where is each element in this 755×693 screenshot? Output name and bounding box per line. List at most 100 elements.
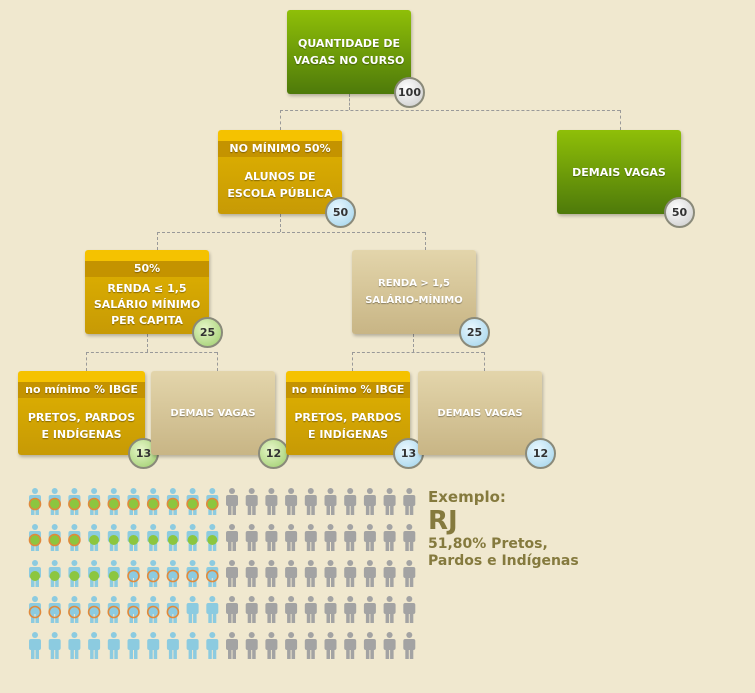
person-icon bbox=[285, 524, 298, 551]
connector bbox=[157, 232, 425, 233]
person-icon bbox=[344, 596, 357, 623]
green-ringed-marker bbox=[166, 497, 180, 511]
green-marker bbox=[89, 571, 100, 581]
person-icon bbox=[48, 632, 61, 659]
person-icon bbox=[363, 560, 376, 587]
person-icon bbox=[383, 488, 396, 515]
person-icon bbox=[265, 488, 278, 515]
node-band: 50% bbox=[85, 261, 209, 277]
person-icon bbox=[324, 632, 337, 659]
node-label: ESCOLA PÚBLICA bbox=[227, 186, 333, 200]
green-marker bbox=[128, 535, 139, 545]
person-icon bbox=[344, 560, 357, 587]
connector bbox=[86, 352, 87, 371]
person-icon bbox=[265, 596, 278, 623]
node-label: PER CAPITA bbox=[111, 313, 183, 327]
person-icon bbox=[324, 488, 337, 515]
example-panel: Exemplo: RJ 51,80% Pretos, Pardos e Indí… bbox=[428, 488, 579, 570]
person-icon bbox=[265, 524, 278, 551]
person-icon bbox=[324, 524, 337, 551]
green-ringed-marker bbox=[48, 533, 62, 547]
person-icon bbox=[285, 632, 298, 659]
person-icon bbox=[226, 524, 238, 551]
person-icon bbox=[363, 524, 376, 551]
count-badge: 50 bbox=[325, 197, 356, 228]
person-icon bbox=[403, 596, 416, 623]
ring-marker bbox=[146, 605, 160, 619]
person-icon bbox=[107, 596, 120, 623]
person-icon bbox=[29, 632, 41, 659]
ring-marker bbox=[48, 605, 62, 619]
person-icon bbox=[48, 596, 61, 623]
green-ringed-marker bbox=[127, 497, 140, 511]
person-icon bbox=[127, 596, 140, 623]
connector bbox=[484, 352, 485, 371]
person-icon bbox=[344, 488, 357, 515]
node-demais-vagas: DEMAIS VAGAS 50 bbox=[557, 130, 695, 228]
person-icon bbox=[304, 488, 317, 515]
person-icon bbox=[226, 488, 238, 515]
person-icon bbox=[383, 632, 396, 659]
connector bbox=[280, 110, 620, 111]
ring-marker bbox=[68, 605, 81, 619]
person-icon bbox=[403, 632, 416, 659]
count-badge: 25 bbox=[459, 317, 490, 348]
person-icon bbox=[226, 632, 238, 659]
person-icon bbox=[245, 596, 258, 623]
node-label: DEMAIS VAGAS bbox=[437, 407, 523, 419]
ring-marker bbox=[28, 605, 42, 619]
connector bbox=[280, 214, 281, 232]
example-state: RJ bbox=[428, 506, 458, 536]
node-band: NO MÍNIMO 50% bbox=[218, 141, 342, 157]
person-icon bbox=[186, 596, 199, 623]
person-icon bbox=[265, 632, 278, 659]
node-label: RENDA > 1,5 bbox=[378, 278, 450, 289]
person-icon bbox=[304, 632, 317, 659]
node-label: SALÁRIO MÍNIMO bbox=[93, 297, 201, 311]
person-icon bbox=[88, 596, 101, 623]
green-marker bbox=[187, 535, 198, 545]
person-icon bbox=[285, 488, 298, 515]
person-icon bbox=[403, 488, 416, 515]
person-icon bbox=[344, 524, 357, 551]
connector bbox=[86, 352, 217, 353]
node-escola-publica: NO MÍNIMO 50% ALUNOS DE ESCOLA PÚBLICA 5… bbox=[218, 130, 356, 228]
node-label: E INDÍGENAS bbox=[41, 427, 122, 441]
person-icon bbox=[304, 560, 317, 587]
connector bbox=[425, 232, 426, 250]
ring-marker bbox=[127, 605, 140, 619]
person-icon bbox=[383, 524, 396, 551]
node-label: RENDA ≤ 1,5 bbox=[107, 281, 187, 295]
ring-marker bbox=[166, 569, 180, 583]
example-heading: Exemplo: bbox=[428, 488, 506, 506]
node-label: VAGAS NO CURSO bbox=[293, 54, 405, 67]
person-icon bbox=[344, 632, 357, 659]
person-icon bbox=[403, 560, 416, 587]
connector bbox=[349, 94, 350, 110]
node-renda-alta: RENDA > 1,5 SALÁRIO-MÍNIMO 25 bbox=[352, 250, 490, 348]
count-badge: 12 bbox=[525, 438, 556, 469]
person-icon bbox=[363, 632, 376, 659]
connector bbox=[413, 334, 414, 352]
example-line: 51,80% Pretos, bbox=[428, 536, 548, 552]
green-ringed-marker bbox=[68, 497, 81, 511]
person-icon bbox=[206, 560, 219, 587]
node-label: DEMAIS VAGAS bbox=[170, 407, 256, 419]
connector bbox=[147, 334, 148, 352]
count-badge: 100 bbox=[394, 77, 425, 108]
person-icon bbox=[166, 632, 179, 659]
green-marker bbox=[49, 571, 60, 581]
green-marker bbox=[148, 535, 159, 545]
green-marker bbox=[69, 571, 80, 581]
node-ppi-renda-baixa: no mínimo % IBGE PRETOS, PARDOS E INDÍGE… bbox=[18, 371, 159, 469]
connector bbox=[157, 232, 158, 250]
person-icon bbox=[127, 560, 140, 587]
person-icon bbox=[304, 596, 317, 623]
person-icon bbox=[147, 596, 160, 623]
person-icon bbox=[147, 632, 160, 659]
green-ringed-marker bbox=[48, 497, 62, 511]
node-renda-baixa: 50% RENDA ≤ 1,5 SALÁRIO MÍNIMO PER CAPIT… bbox=[85, 250, 223, 348]
person-icon bbox=[107, 632, 120, 659]
green-ringed-marker bbox=[28, 497, 42, 511]
